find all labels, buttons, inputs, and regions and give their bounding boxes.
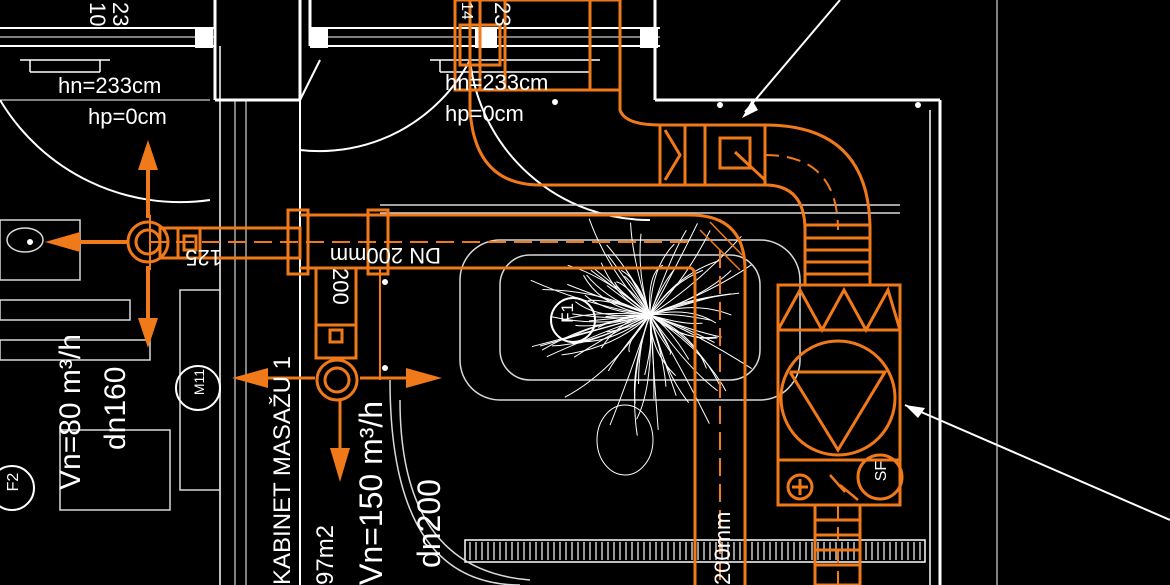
room-flow-vn80: Vn=80 m³/h [54,334,87,490]
grid-label-23-left: 23 [108,2,133,26]
plant-leaf [546,314,651,358]
plant-leaf [607,254,651,316]
plant-leaf [649,314,718,392]
tag-f1-circle [550,297,596,343]
plant-leaf [649,314,710,424]
plant-leaf [649,307,732,316]
room-name: KABINET MASAŽU 1 [269,356,296,585]
tag-sf: SF [873,461,890,482]
plant-leaf [636,314,652,420]
plant-leaf [649,314,722,389]
room-duct-dn160: dn160 [99,367,132,450]
tag-f2-circle [0,465,35,511]
tag-f1: F1 [558,303,577,323]
plant-leaf [649,311,717,324]
plant-leaf [649,243,675,316]
plant-leaf [564,314,651,398]
duct-label-200: 200 [328,268,353,305]
height-label-hn-left: hn=233cm [58,73,161,98]
plant-leaf [614,281,651,316]
leader-arrow-top [742,100,758,118]
plant-leaf [649,314,690,404]
small-markers [27,99,921,371]
grid-label-23-mid: 23 [490,2,515,26]
plant-leaf [649,314,671,351]
plant-leaf [649,229,687,316]
plant-pot [596,404,654,476]
plant-leaf [551,314,651,347]
plant-leaf [649,313,711,321]
room-duct-dn200: dn200 [411,479,447,568]
grid-label-14: 14 [458,2,475,20]
height-label-hp-right: hp=0cm [445,101,524,126]
plant-leaf [567,283,651,316]
decorative-plant [530,218,752,476]
duct-label-125: 125 [185,245,222,270]
height-label-hp-left: hp=0cm [88,104,167,129]
plant-leaf [649,314,655,400]
ventilation-system [126,0,904,585]
height-label-hn-right: hn=233cm [445,70,548,95]
plant-leaf [597,314,651,328]
flow-arrows [45,140,442,482]
massage-table [380,204,900,585]
plant-leaf [633,314,651,404]
plant-leaf [583,314,651,343]
plant-leaf [639,233,651,316]
tag-f2: F2 [5,473,22,492]
leader-arrow-right [905,405,925,418]
tag-m11-circle [175,365,221,411]
duct-label-vertical: 200mm [710,512,735,585]
room-area: 97m2 [312,525,339,585]
plant-leaf [649,314,717,339]
plant-leaf [541,314,651,351]
radiator-fins [469,542,921,560]
leader-lines [744,0,1170,521]
equipment-tags: F1 M11 F2 SF [0,297,890,511]
grid-label-10: 10 [85,2,110,26]
plant-leaf [584,294,651,316]
plant-leaf [530,279,651,316]
walls [0,0,998,585]
plant-leaf [649,230,711,316]
plant-leaf [561,314,651,356]
annotations: 10 23 14 23 hn=233cm hp=0cm hn=233cm hp=… [54,2,735,585]
duct-label-dn200: DN 200mm [330,243,441,268]
plant-leaf [606,285,651,316]
plant-leaf [649,314,707,369]
left-room-fixtures [0,219,221,511]
tag-m11: M11 [191,369,207,395]
room-flow-vn150: Vn=150 m³/h [353,401,389,585]
